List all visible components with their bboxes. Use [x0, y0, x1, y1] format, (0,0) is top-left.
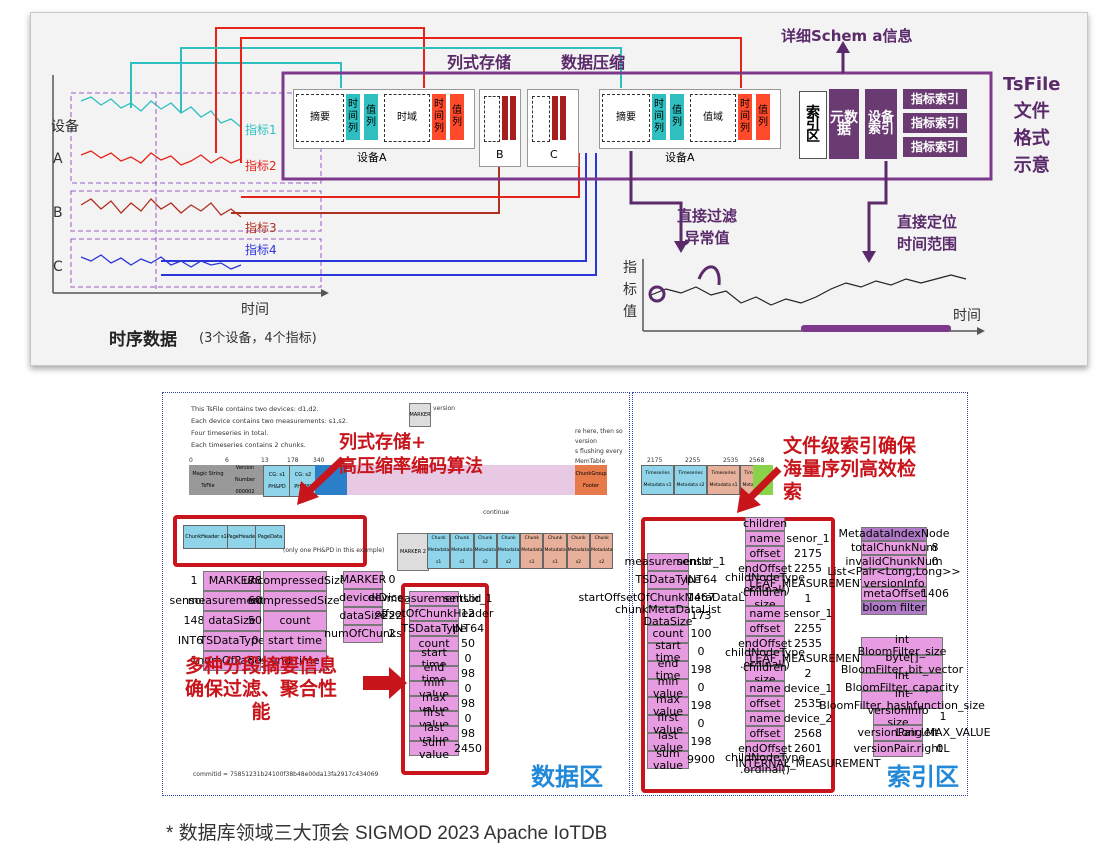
time-column: 时间列 [346, 94, 360, 140]
page-data: PageData [255, 525, 285, 549]
metric4-label: 指标4 [245, 243, 277, 257]
callout-summary: 多种分段摘要信息确保过滤、聚合性能 [185, 655, 338, 723]
index-zone-diagram: 2175 2255 2535 2568 Timeseries Metadata … [578, 392, 991, 796]
device-c-chunk: C [527, 89, 579, 167]
ts-subtitle: (3个设备，4个指标) [199, 331, 317, 346]
chunk-metadata-highlight [401, 583, 489, 775]
schema-label: 详细Schem a信息 [781, 27, 913, 45]
time-axis-label: 时间 [241, 302, 269, 318]
callout-arrow-3 [363, 667, 407, 699]
time-axis-label-2: 时间 [953, 308, 981, 324]
device-a-label-2: 设备A [665, 151, 695, 164]
commit-id: commitid = 75851231b24100f38b48e00da13fa… [193, 771, 379, 778]
callout-index: 文件级索引确保海量序列高效检索 [783, 435, 917, 503]
summary-block: 摘要 [296, 94, 344, 142]
metric3-label: 指标3 [245, 221, 277, 235]
summary-block: 时域 [384, 94, 430, 142]
chunk-s1: CG: s1 PH&PD [263, 465, 291, 497]
chunk-header: ChunkHeader s1 [183, 525, 229, 549]
data-zone-diagram: This TsFile contains two devices: d1,d2.… [162, 392, 630, 796]
filter-caption: 直接过滤异常值 [677, 207, 738, 247]
value-column: 值列 [364, 94, 378, 140]
device-axis-label: 设备 [51, 119, 79, 135]
marker-2: MARKER 2 [397, 533, 429, 571]
device-a-chunk-group-2: 摘要 时间列 值列 值域 时间列 值列 [599, 89, 781, 149]
version-number: Version Number 000002 [227, 465, 263, 495]
device-b-label: B [53, 205, 63, 221]
metric-index-3: 指标索引 [903, 137, 967, 157]
device-a-label: A [53, 151, 63, 167]
metric-index-1: 指标索引 [903, 89, 967, 109]
callout-arrow-1 [297, 456, 346, 505]
device-c-label: C [53, 259, 63, 275]
metric1-label: 指标1 [245, 123, 277, 137]
magic-string: Magic String TsFile [189, 465, 227, 495]
time-column: 时间列 [432, 94, 446, 140]
device-index-block: 设备索引 [865, 89, 897, 159]
data-zone-label: 数据区 [531, 763, 603, 791]
device-a-label-1: 设备A [357, 151, 387, 164]
index-zone-label: 索引区 [887, 763, 959, 791]
metadata-block: 元数据 [829, 89, 859, 159]
footnote: * 数据库领域三大顶会 SIGMOD 2023 Apache IoTDB [166, 823, 608, 844]
device-b-chunk: B [479, 89, 521, 167]
metric2-label: 指标2 [245, 159, 277, 173]
ts-title: 时序数据 [109, 330, 177, 350]
tsfile-concept-panel: 设备 A B C 指标1 指标2 指标3 指标4 时间 时序数据 (3个设备，4… [30, 12, 1088, 366]
metric-value-axis-label: 指标值 [623, 260, 637, 320]
chunk-metadata-row: Chunk Metadata s1 Chunk Metadata s1 Chun… [427, 533, 614, 569]
callout-arrow-2 [737, 466, 782, 513]
compression-label: 数据压缩 [561, 53, 626, 72]
bloom-filter-table: int BloomFilter_size byte[] BloomFilter_… [819, 633, 985, 712]
intro-text: This TsFile contains two devices: d1,d2.… [191, 405, 348, 449]
device-a-chunk-group-1: 摘要 时间列 值列 时域 时间列 值列 [293, 89, 475, 149]
concept-lines [52, 27, 993, 335]
locate-caption: 直接定位时间范围 [897, 213, 958, 253]
value-column: 值列 [450, 94, 464, 140]
marker-box: MARKER [409, 403, 431, 427]
chunkgroup-footer: ChunkGroup Footer [575, 465, 607, 495]
chunk-header-highlight [173, 515, 367, 567]
index-area-label: 索引区 [799, 91, 827, 159]
callout-columnar: 列式存储+高压缩率编码算法 [339, 432, 483, 477]
metric-index-2: 指标索引 [903, 113, 967, 133]
columnar-storage-label: 列式存储 [447, 53, 512, 72]
page-header: PageHeader [227, 525, 257, 549]
index-highlight [641, 517, 835, 793]
